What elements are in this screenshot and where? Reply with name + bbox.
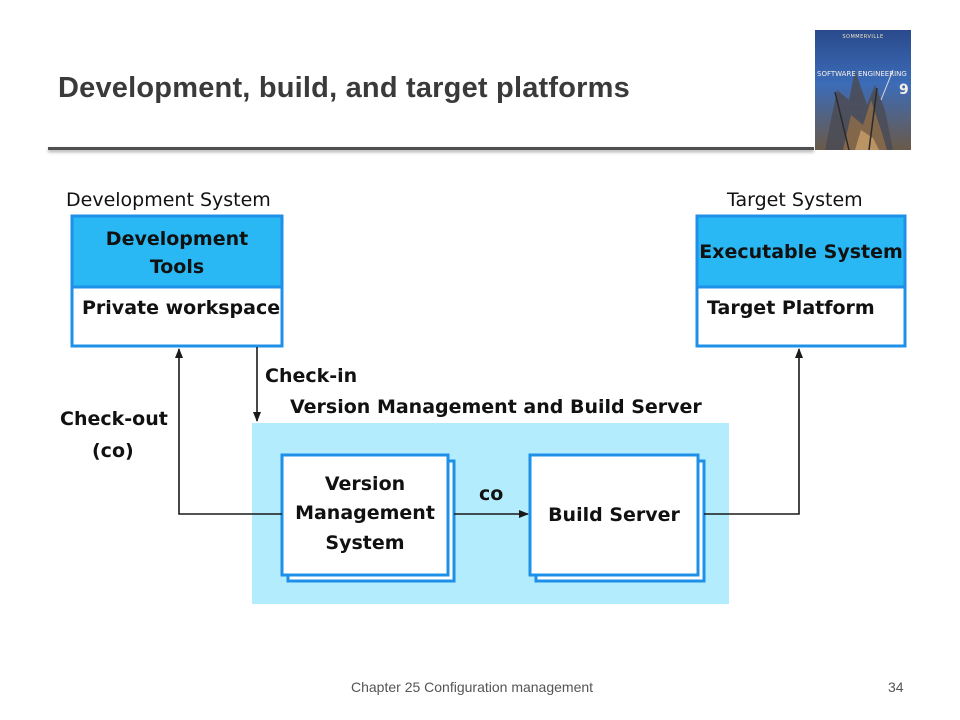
build-server-box: Build Server — [528, 453, 706, 583]
vms-line3: System — [325, 532, 404, 554]
executable-system-label: Executable System — [699, 241, 903, 263]
co-label: co — [479, 483, 503, 505]
check-out-arrow — [175, 348, 282, 515]
target-platform-label: Target Platform — [707, 297, 875, 319]
vms-line2: Management — [295, 502, 435, 524]
footer-chapter: Chapter 25 Configuration management — [351, 679, 594, 695]
slide-title: Development, build, and target platforms — [58, 72, 630, 104]
server-group-label: Version Management and Build Server — [290, 396, 702, 418]
vms-line1: Version — [325, 473, 405, 495]
book-author: SOMMERVILLE — [842, 34, 884, 40]
title-divider — [48, 147, 814, 150]
book-edition: 9 — [899, 82, 909, 98]
development-tools-line2: Tools — [150, 256, 204, 278]
target-system-box: Executable System Target Platform — [695, 214, 907, 348]
private-workspace-label: Private workspace — [82, 297, 280, 319]
book-cover-image: SOMMERVILLE SOFTWARE ENGINEERING 9 — [815, 30, 911, 150]
deploy-arrow — [704, 348, 803, 515]
development-system-box: Development Tools Private workspace — [70, 214, 284, 348]
version-management-system-box: Version Management System — [280, 453, 456, 583]
page-number: 34 — [888, 679, 904, 695]
check-out-label-line1: Check-out — [60, 408, 168, 430]
development-tools-line1: Development — [106, 228, 248, 250]
book-title: SOFTWARE ENGINEERING — [817, 70, 907, 78]
check-out-label-line2: (co) — [92, 440, 134, 462]
check-in-label: Check-in — [265, 365, 357, 387]
development-system-label: Development System — [66, 189, 271, 211]
book-cover-art — [815, 30, 911, 150]
build-server-label: Build Server — [548, 504, 680, 526]
target-system-label: Target System — [726, 189, 863, 211]
